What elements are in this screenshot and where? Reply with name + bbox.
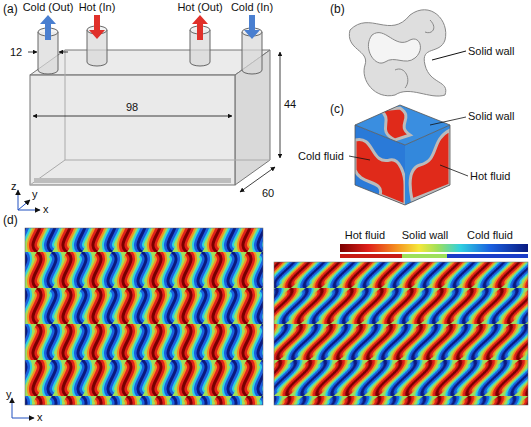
legend-swatch (447, 254, 528, 258)
label: Solid wall (468, 110, 514, 123)
label: y (32, 188, 38, 201)
gyroid-unit (349, 10, 466, 96)
label: (d) (3, 214, 18, 227)
label: Hot fluid (470, 170, 510, 183)
dimension-lines (28, 52, 280, 192)
label: Hot (In) (79, 1, 116, 14)
label: x (37, 411, 43, 424)
axes-d (12, 398, 34, 418)
label: (c) (330, 103, 344, 116)
unit-cell (349, 105, 468, 205)
label: Hot (Out) (177, 1, 222, 14)
legend-text: Cold fluid (467, 229, 513, 242)
flow-arrows (40, 15, 260, 40)
legend-text: Hot fluid (345, 229, 385, 242)
label: z (11, 180, 17, 193)
label: (a) (3, 3, 18, 16)
legend-swatch (402, 254, 447, 258)
exchanger-housing (30, 50, 270, 185)
legend-text: Solid wall (402, 229, 448, 242)
port-tubes (38, 26, 262, 74)
label: 44 (284, 98, 296, 111)
color-bar (340, 244, 528, 252)
section-xz (274, 262, 528, 405)
label: Cold (Out) (23, 1, 74, 14)
label: 98 (126, 101, 138, 114)
label: x (43, 203, 49, 216)
legend-swatch (340, 254, 402, 258)
label: y (6, 388, 12, 401)
label: Cold fluid (298, 150, 344, 163)
section-xy (25, 228, 263, 405)
label: Cold (In) (231, 1, 273, 14)
label: (b) (330, 3, 345, 16)
label: Solid wall (468, 45, 514, 58)
label: 60 (262, 187, 274, 200)
label: 12 (10, 46, 22, 59)
